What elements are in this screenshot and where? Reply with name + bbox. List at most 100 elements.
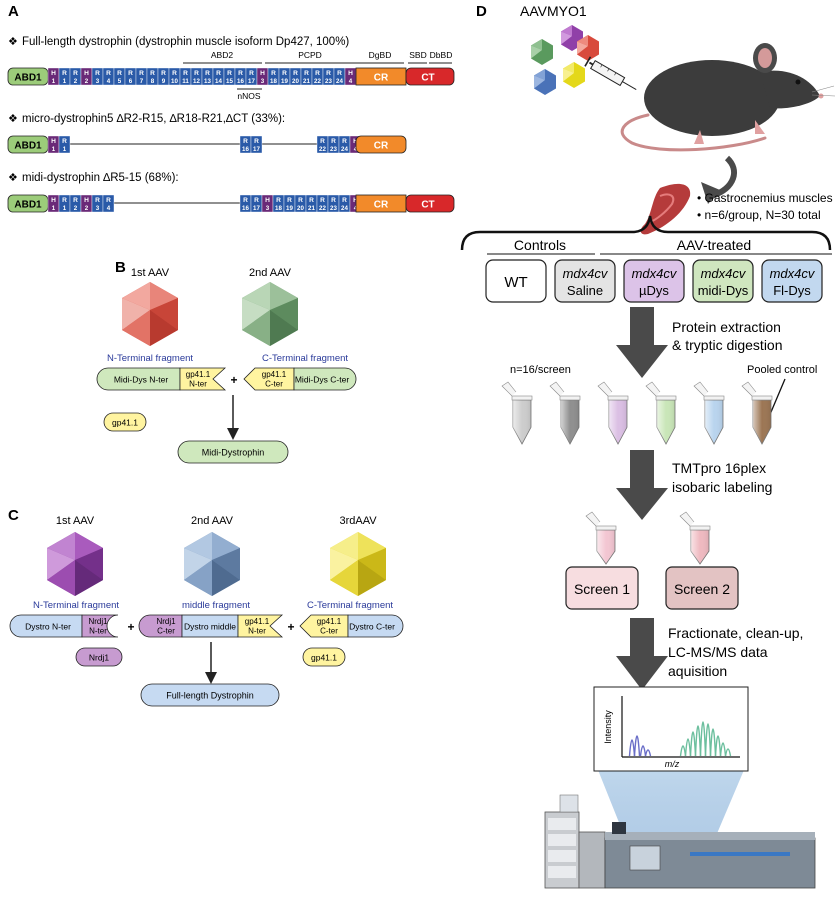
segment-R3: R3 — [91, 194, 104, 213]
segment-R22: R22 — [311, 67, 324, 86]
segment-type-label: H — [265, 197, 270, 204]
segment-R18: R18 — [272, 194, 285, 213]
step2-line2: isobaric labeling — [672, 479, 772, 495]
aav-capsid-cluster-icon — [531, 25, 599, 95]
segment-type-label: R — [304, 70, 309, 77]
step1-line2: & tryptic digestion — [672, 337, 783, 353]
curved-arrow-head — [701, 182, 720, 204]
screen-1-box — [565, 566, 639, 610]
cr-full-label: CR — [374, 73, 389, 84]
segment-H1: H1 — [47, 135, 60, 154]
sbd-label: SBD — [409, 50, 426, 60]
abd1-full-label: ABD1 — [14, 73, 42, 84]
segment-type-label: R — [62, 138, 67, 145]
segment-number-label: 1 — [63, 146, 67, 153]
step2-line1: TMTpro 16plex — [672, 460, 766, 476]
screen-2-box — [665, 566, 739, 610]
segment-number-label: 17 — [248, 78, 255, 85]
segment-number-label: 2 — [74, 205, 78, 212]
c-dystro-c-label: Dystro C-ter — [349, 622, 395, 632]
c-plus-1: + — [127, 620, 134, 634]
segment-number-label: 24 — [341, 205, 348, 212]
c-nrdj-n-block — [81, 614, 119, 638]
segment-type-label: R — [95, 70, 100, 77]
segment-number-label: 10 — [171, 78, 178, 85]
panel-a-letter: A — [8, 3, 19, 20]
dgbd-label: DgBD — [369, 50, 392, 60]
segment-number-label: 2 — [74, 78, 78, 85]
segment-number-label: 15 — [226, 78, 233, 85]
segment-number-label: 12 — [193, 78, 200, 85]
step1-line1: Protein extraction — [672, 319, 781, 335]
b-aav1-capsid-icon — [122, 282, 178, 346]
screen-1-label: Screen 1 — [574, 581, 630, 597]
c-nrdj-c-label-1: Nrdj1 — [156, 617, 176, 626]
lc-ms-instrument-icon — [544, 794, 816, 889]
process-arrow-3 — [616, 618, 668, 690]
segment-type-label: R — [293, 70, 298, 77]
spectrum-peak — [644, 749, 652, 757]
b-gp-c-label-1: gp41.1 — [262, 370, 287, 379]
segment-R16: R16 — [239, 194, 252, 213]
segment-R3: R3 — [91, 67, 104, 86]
segment-R23: R23 — [322, 67, 335, 86]
b-aav2-capsid-icon — [242, 282, 298, 346]
tube-icon — [549, 381, 581, 445]
spectrum-peak — [714, 735, 722, 757]
bullet-micro: ❖ — [8, 113, 18, 125]
b-gp-n-block — [179, 367, 227, 391]
group-brace — [460, 215, 832, 251]
segment-number-label: 22 — [319, 205, 326, 212]
segment-number-label: 1 — [52, 205, 56, 212]
segment-number-label: 21 — [303, 78, 310, 85]
spectrum-peak — [704, 723, 712, 757]
b-gp-c-label-2: C-ter — [265, 380, 283, 389]
spectrum-peak — [699, 721, 707, 757]
midi-segments: H1R1R2H2R3R4R16R17H3R18R19R20R21R22R23R2… — [47, 194, 362, 213]
segment-type-label: R — [183, 70, 188, 77]
b-gp-n-label-1: gp41.1 — [186, 370, 211, 379]
segment-H1: H1 — [47, 194, 60, 213]
segment-type-label: R — [331, 197, 336, 204]
panel-d: D AAVMYO1 — [460, 3, 836, 889]
c-free-nrdj-label: Nrdj1 — [89, 653, 110, 663]
segment-number-label: 23 — [330, 205, 337, 212]
segment-type-label: R — [172, 70, 177, 77]
abd1-midi-label: ABD1 — [14, 200, 42, 211]
ct-midi-label: CT — [421, 200, 434, 211]
segment-type-label: H — [51, 197, 56, 204]
segment-R24: R24 — [338, 194, 351, 213]
step3-line1: Fractionate, clean-up, — [668, 625, 803, 641]
spectrum-peak — [633, 735, 641, 757]
muscle-note-2: • n=6/group, N=30 total — [697, 208, 821, 222]
c-dystro-n-block — [9, 614, 83, 638]
segment-type-label: R — [194, 70, 199, 77]
segment-number-label: 3 — [96, 78, 100, 85]
segment-R4: R4 — [102, 67, 115, 86]
segment-type-label: R — [216, 70, 221, 77]
bullet-full: ❖ — [8, 36, 18, 48]
segment-type-label: R — [73, 197, 78, 204]
segment-R21: R21 — [305, 194, 318, 213]
segment-type-label: R — [254, 197, 259, 204]
segment-type-label: R — [342, 138, 347, 145]
segment-R17: R17 — [250, 194, 263, 213]
segment-number-label: 16 — [242, 146, 249, 153]
segment-number-label: 14 — [215, 78, 222, 85]
tube-icon — [693, 381, 725, 445]
spectrum-peak — [689, 731, 697, 757]
ct-midi — [405, 194, 455, 213]
segment-type-label: R — [243, 197, 248, 204]
segment-H2: H2 — [80, 67, 93, 86]
b-plus: + — [230, 373, 237, 387]
group-box: WT — [485, 259, 547, 303]
pcpd-label: PCPD — [298, 50, 322, 60]
segment-type-label: R — [238, 70, 243, 77]
segment-R24: R24 — [338, 135, 351, 154]
segment-type-label: R — [106, 197, 111, 204]
segment-R17: R17 — [250, 135, 263, 154]
segment-number-label: 16 — [242, 205, 249, 212]
segment-type-label: R — [320, 138, 325, 145]
